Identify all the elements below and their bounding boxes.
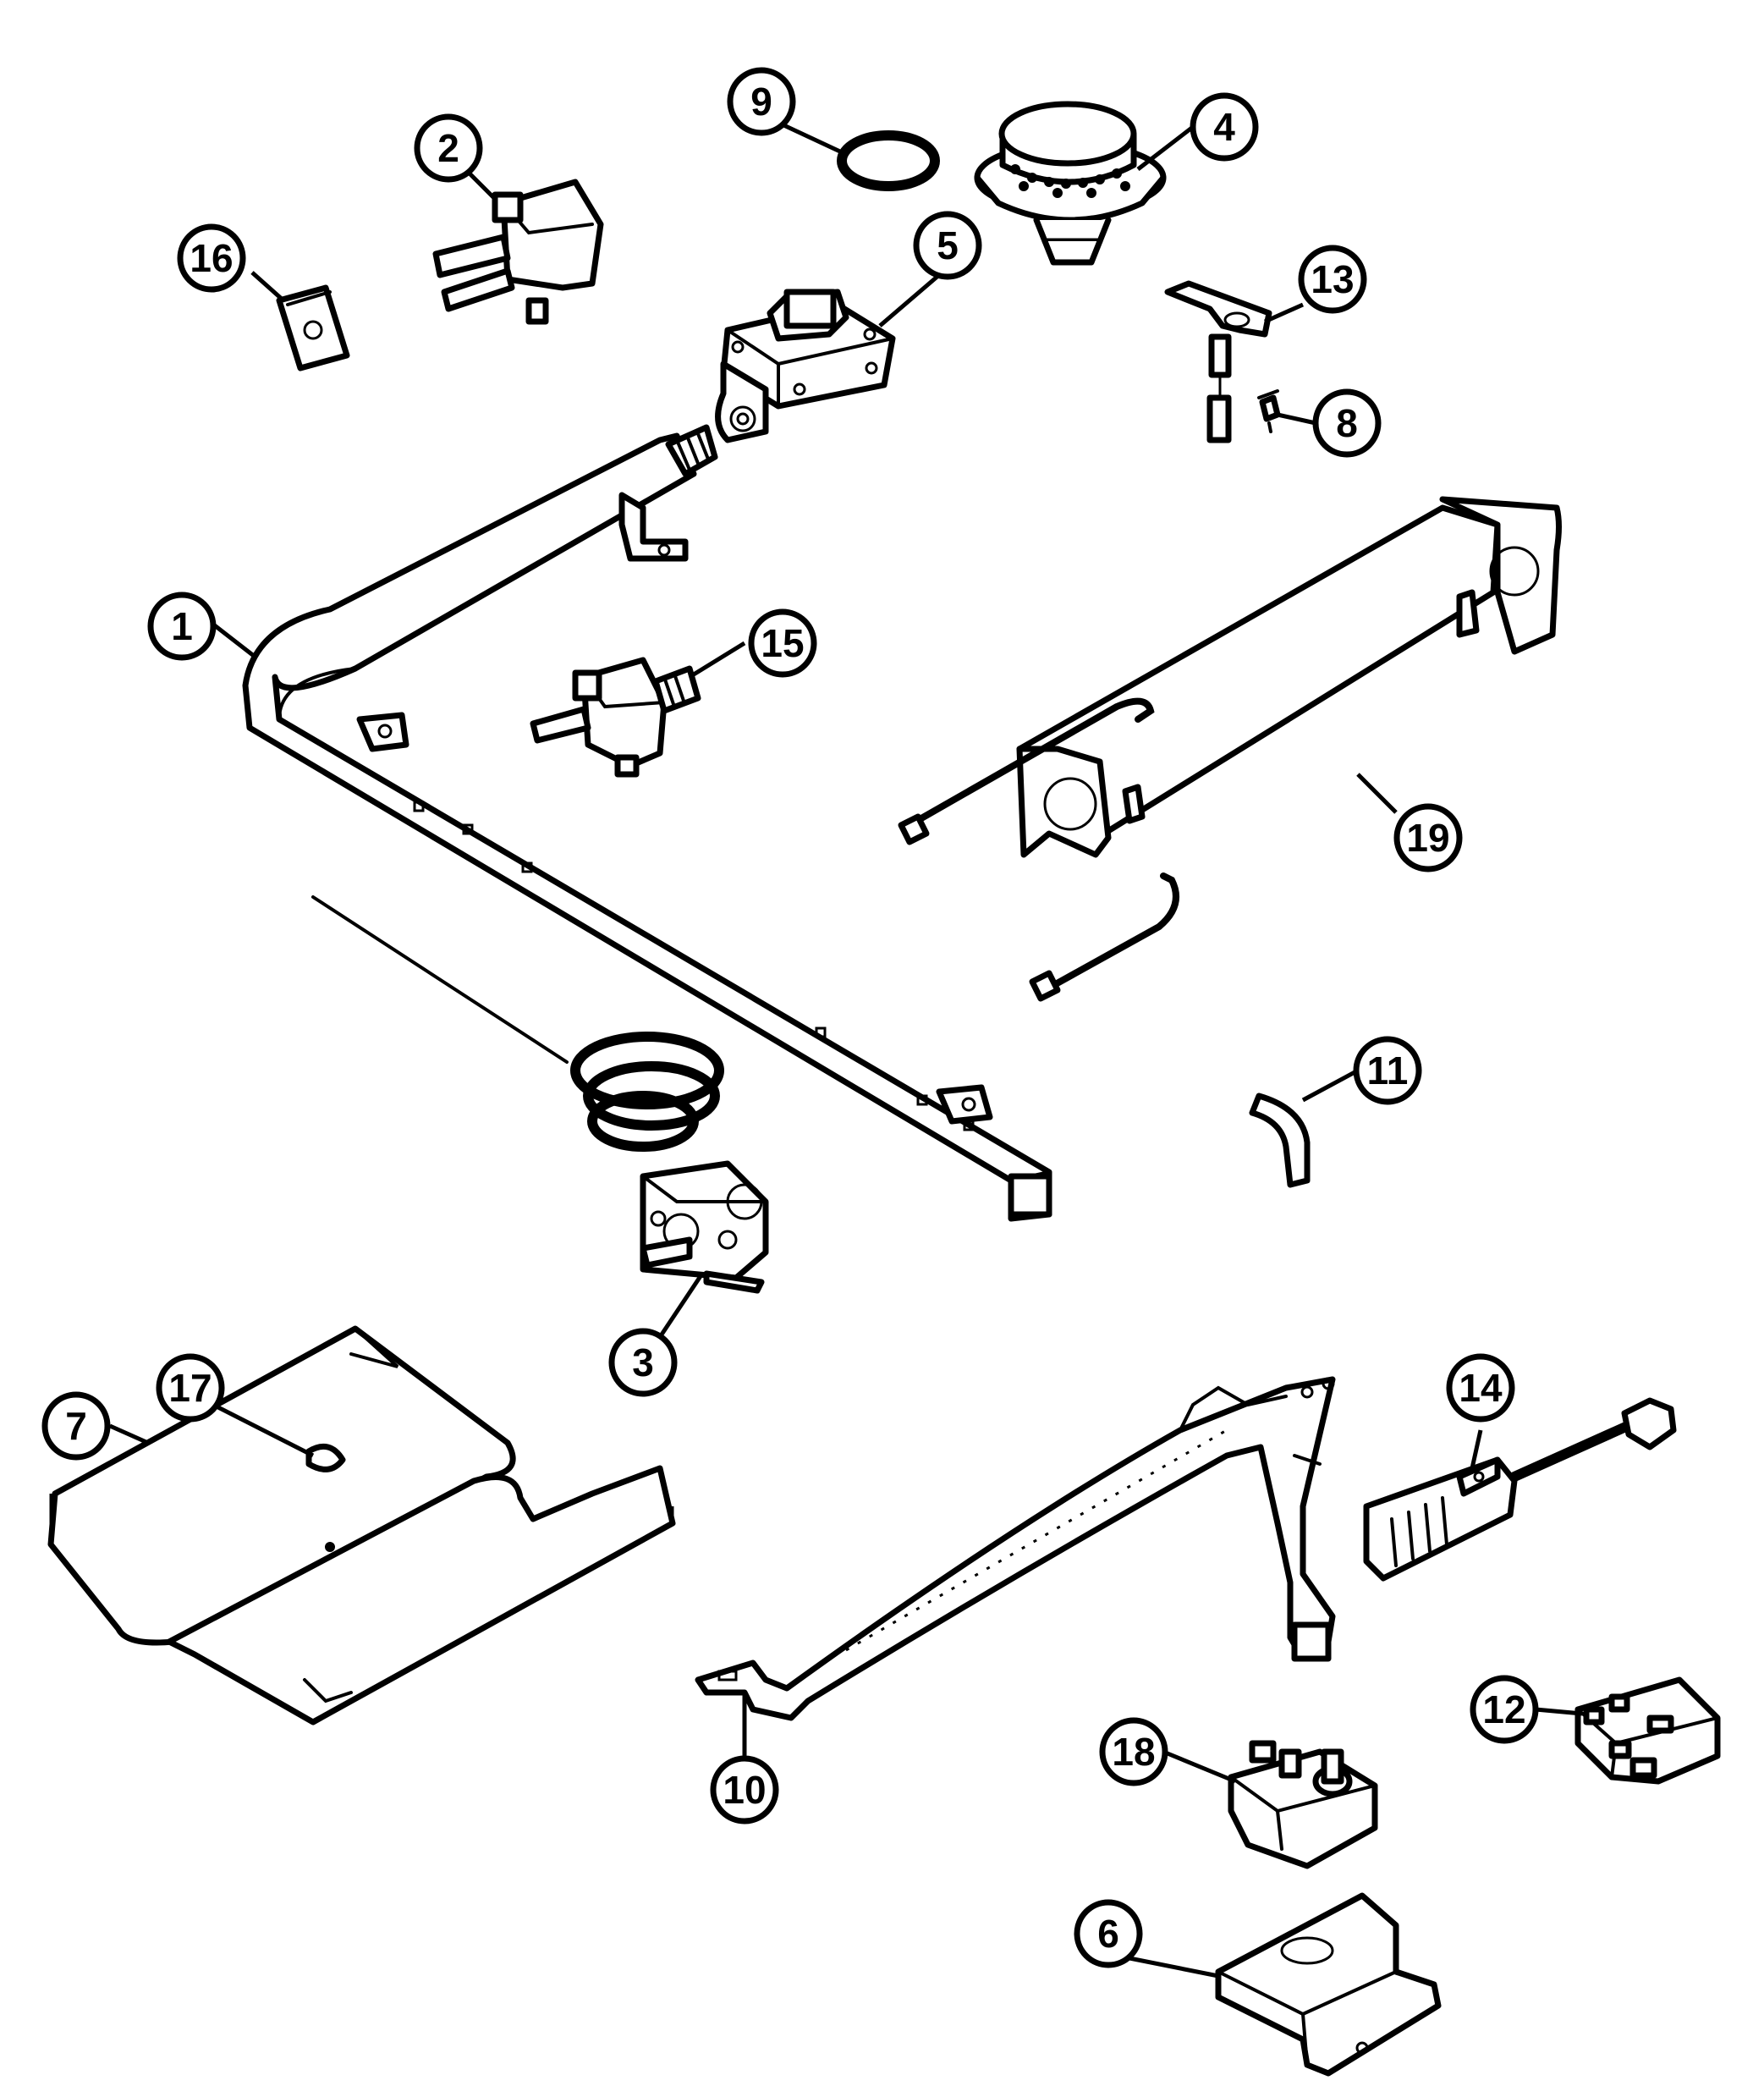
part-burner-tube — [695, 1376, 1336, 1721]
part-ignitor-bracket — [1164, 280, 1272, 443]
callout-15-label: 15 — [761, 621, 804, 665]
callout-17: 17 — [156, 1353, 225, 1423]
part-tube-11 — [1249, 1093, 1311, 1188]
callout-17-label: 17 — [168, 1366, 212, 1410]
part-manifold-tube — [242, 424, 1052, 1222]
callout-14: 14 — [1446, 1353, 1515, 1423]
part-screw — [1257, 389, 1281, 433]
callout-2: 2 — [414, 113, 483, 183]
callout-13: 13 — [1298, 245, 1367, 314]
callout-19: 19 — [1393, 803, 1463, 872]
part-burner-head — [974, 101, 1167, 266]
part-valve-2 — [432, 179, 604, 325]
callout-2-label: 2 — [437, 126, 459, 170]
callout-9-label: 9 — [750, 80, 772, 124]
callout-11-label: 11 — [1367, 1049, 1409, 1093]
part-clip-nut — [276, 284, 350, 372]
callout-5: 5 — [913, 211, 982, 280]
callout-11: 11 — [1353, 1036, 1422, 1105]
callout-16: 16 — [177, 223, 246, 293]
callout-13-label: 13 — [1311, 257, 1354, 301]
callout-19-label: 19 — [1406, 816, 1449, 860]
callout-18: 18 — [1099, 1717, 1168, 1786]
part-pressure-regulator — [715, 289, 896, 443]
callout-10: 10 — [710, 1755, 779, 1825]
part-switch — [1228, 1740, 1378, 1869]
callout-8-label: 8 — [1336, 401, 1358, 445]
callout-6-label: 6 — [1097, 1912, 1119, 1956]
callout-7-label: 7 — [65, 1404, 87, 1448]
part-thermostat — [311, 895, 769, 1294]
callout-14-label: 14 — [1459, 1366, 1503, 1410]
part-spark-module — [1574, 1676, 1721, 1785]
part-valve-15 — [530, 657, 701, 778]
callout-7: 7 — [41, 1391, 111, 1461]
part-broil-burner — [898, 496, 1562, 1002]
part-heat-shield — [47, 1325, 676, 1725]
callout-6: 6 — [1074, 1899, 1143, 1968]
callout-8: 8 — [1312, 388, 1382, 458]
callout-1: 1 — [147, 592, 217, 661]
callout-16-label: 16 — [190, 236, 233, 280]
callout-3: 3 — [608, 1328, 678, 1397]
callout-18-label: 18 — [1112, 1730, 1155, 1774]
callout-15: 15 — [748, 608, 817, 678]
part-ignitor — [1363, 1397, 1677, 1582]
part-wing-nut — [305, 1443, 346, 1472]
callout-9: 9 — [727, 67, 796, 136]
callout-5-label: 5 — [937, 223, 959, 267]
callout-10-label: 10 — [723, 1768, 766, 1812]
callout-12: 12 — [1470, 1675, 1539, 1744]
callout-4: 4 — [1190, 92, 1259, 162]
callout-4-label: 4 — [1213, 105, 1235, 149]
callout-1-label: 1 — [171, 604, 193, 648]
callout-12-label: 12 — [1482, 1687, 1525, 1731]
part-o-ring — [837, 130, 940, 191]
callout-3-label: 3 — [632, 1340, 654, 1384]
part-bracket-6 — [1215, 1892, 1442, 2077]
